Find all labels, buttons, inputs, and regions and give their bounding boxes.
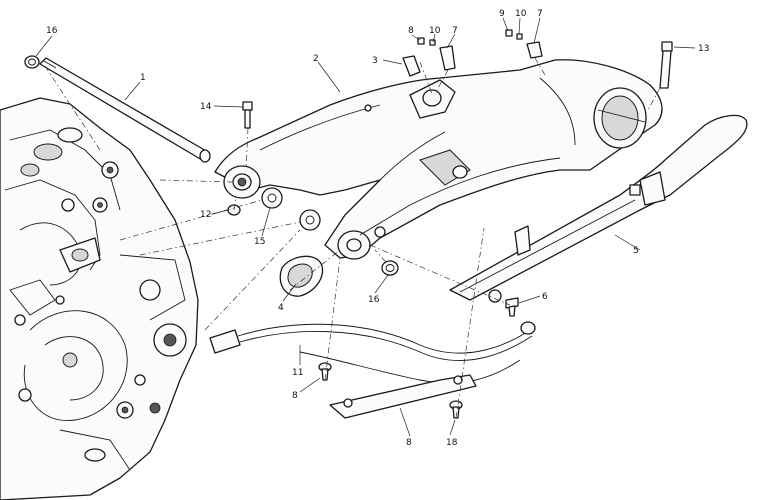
callout-2: 2 — [313, 54, 319, 64]
callouts: 1 2 3 8 10 7 9 10 7 13 14 12 15 16 16 4 … — [46, 9, 709, 448]
callout-14: 14 — [200, 102, 212, 112]
circlip-16 — [381, 260, 399, 276]
callout-7-top-left: 7 — [452, 26, 458, 36]
bolt-13 — [659, 41, 673, 89]
callout-6: 6 — [542, 292, 548, 302]
leader-lines — [35, 17, 696, 437]
callout-13: 13 — [698, 44, 709, 54]
brake-line — [209, 321, 536, 384]
callout-15: 15 — [254, 237, 265, 247]
callout-8-top: 8 — [408, 26, 414, 36]
cover-plate — [279, 255, 324, 297]
chain-guard — [449, 114, 748, 303]
screw-8b — [449, 400, 463, 419]
circlip — [24, 55, 40, 69]
callout-4: 4 — [278, 303, 284, 313]
callout-8-bottom-right: 18 — [446, 438, 458, 448]
callout-9: 9 — [499, 9, 505, 19]
lower-guard — [329, 374, 477, 419]
callout-8-left: 8 — [292, 391, 298, 401]
callout-1: 1 — [140, 73, 146, 83]
bolt-14 — [242, 101, 253, 129]
washer-15a — [261, 187, 283, 209]
screw-8a — [318, 362, 332, 381]
callout-16-lower: 16 — [368, 295, 380, 305]
assembly-lines — [44, 57, 661, 419]
bolt-3 — [402, 55, 421, 77]
callout-12: 12 — [200, 210, 211, 220]
washer-15b — [299, 209, 321, 231]
engine-block — [0, 97, 199, 500]
callout-10-top-right: 10 — [515, 9, 527, 19]
bolt-set-top — [417, 29, 543, 71]
callout-8-bottom-middle: 8 — [406, 438, 412, 448]
callout-16-upper: 16 — [46, 26, 58, 36]
callout-7-top-right: 7 — [537, 9, 543, 19]
callout-10-top-left: 10 — [429, 26, 441, 36]
screw-6 — [505, 297, 519, 317]
swingarm — [214, 59, 663, 260]
callout-11: 11 — [292, 368, 303, 378]
pivot-shaft — [39, 57, 211, 163]
callout-5: 5 — [633, 246, 639, 256]
callout-3: 3 — [372, 56, 378, 66]
